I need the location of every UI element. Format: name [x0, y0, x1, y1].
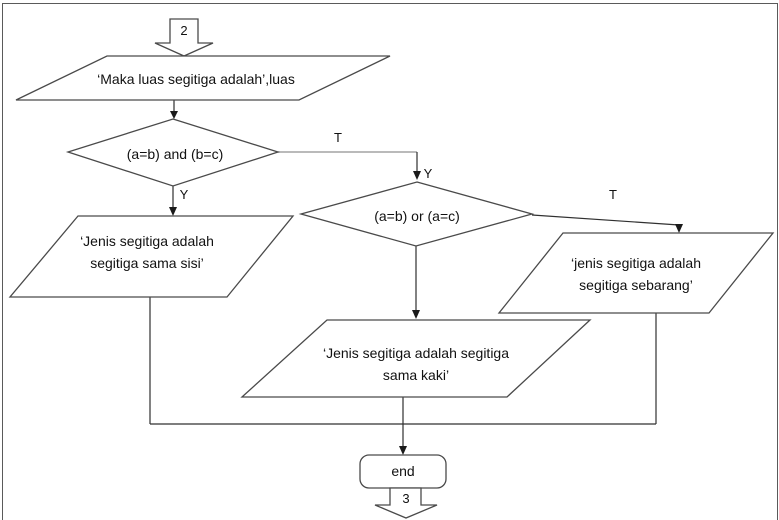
offpage-connector-in-label: 2 [180, 23, 188, 38]
arrowhead-and-true [413, 171, 421, 180]
arrowhead-or-true [675, 224, 683, 233]
io-output-sama-kaki-text: ‘Jenis segitiga adalah segitiga sama kak… [304, 342, 528, 386]
branch-label-and-true: T [334, 130, 342, 145]
io-output-sebarang-line2: segitiga sebarang’ [579, 277, 693, 293]
arrowhead-or-down [412, 310, 420, 319]
terminator-end-label: end [391, 463, 415, 479]
decision-or-text: (a=b) or (a=c) [374, 208, 460, 224]
decision-and-text: (a=b) and (b=c) [126, 146, 224, 162]
decision-or-shape [298, 181, 535, 247]
edge-or-true-slope [531, 214, 680, 226]
io-output-sebarang-shape [497, 232, 775, 314]
arrowhead-io-to-and [170, 111, 178, 119]
arrowhead-into-end [399, 446, 407, 455]
io-output-sama-kaki-line1: ‘Jenis segitiga adalah segitiga [322, 345, 509, 361]
page-border [2, 3, 778, 520]
offpage-connector-out-shape [374, 487, 438, 519]
decision-and-shape [65, 118, 281, 187]
io-output-luas-text: ‘Maka luas segitiga adalah’,luas [97, 71, 295, 87]
io-output-sama-sisi-line1: ‘Jenis segitiga adalah [80, 233, 214, 249]
branch-label-or-true: T [609, 187, 617, 202]
io-output-sebarang-line1: ‘jenis segitiga adalah [571, 255, 701, 271]
io-output-sama-sisi-line2: segitiga sama sisi’ [90, 255, 204, 271]
io-output-sama-kaki-shape [240, 319, 592, 398]
offpage-connector-in-shape [154, 18, 214, 57]
io-output-sama-sisi-shape [8, 215, 295, 298]
offpage-connector-out-label: 3 [402, 491, 410, 506]
io-output-sama-sisi-text: ‘Jenis segitiga adalah segitiga sama sis… [42, 230, 252, 274]
io-output-luas-shape [15, 55, 391, 101]
arrowhead-and-yes [169, 207, 177, 216]
branch-label-or-incoming-yes: Y [423, 166, 433, 181]
branch-label-and-yes: Y [179, 187, 189, 202]
io-output-sama-kaki-line2: sama kaki’ [382, 367, 450, 383]
io-output-sebarang-text: ‘jenis segitiga adalah segitiga sebarang… [531, 252, 741, 296]
